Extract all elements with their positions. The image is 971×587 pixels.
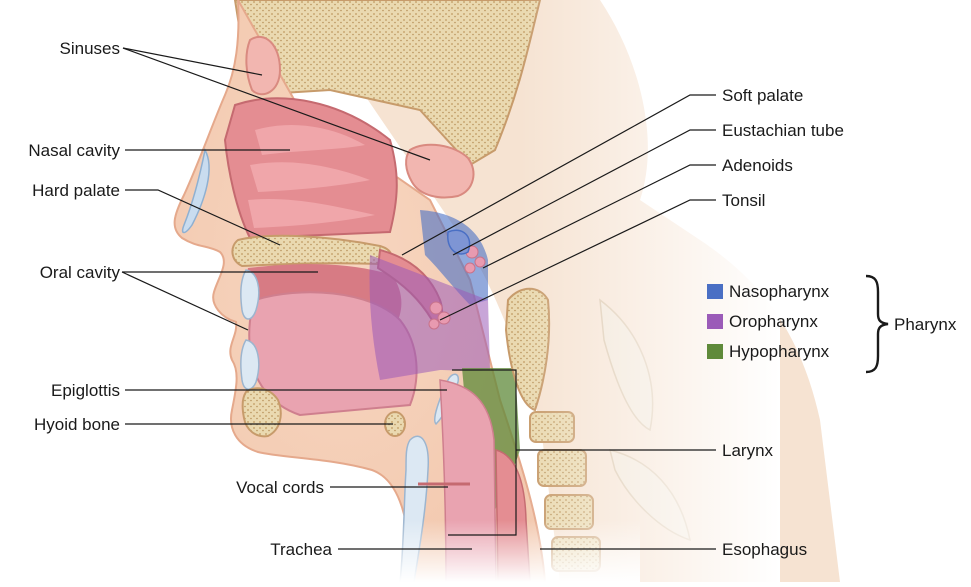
legend-swatch-hypopharynx [707,344,723,359]
legend-label-oropharynx: Oropharynx [729,312,818,331]
label-adenoids: Adenoids [722,156,793,175]
legend: Nasopharynx Oropharynx Hypopharynx Phary… [707,276,957,372]
legend-group-pharynx: Pharynx [894,315,957,334]
label-soft-palate: Soft palate [722,86,803,105]
legend-label-nasopharynx: Nasopharynx [729,282,830,301]
label-oral-cavity: Oral cavity [40,263,121,282]
pharynx-brace [866,276,888,372]
bottom-fade [380,520,640,582]
label-eustachian-tube: Eustachian tube [722,121,844,140]
label-sinuses: Sinuses [60,39,120,58]
upper-teeth [241,270,259,319]
label-vocal-cords: Vocal cords [236,478,324,497]
label-hard-palate: Hard palate [32,181,120,200]
label-esophagus: Esophagus [722,540,807,559]
label-hyoid-bone: Hyoid bone [34,415,120,434]
legend-label-hypopharynx: Hypopharynx [729,342,830,361]
label-nasal-cavity: Nasal cavity [28,141,120,160]
label-tonsil: Tonsil [722,191,765,210]
legend-swatch-nasopharynx [707,284,723,299]
legend-swatch-oropharynx [707,314,723,329]
label-epiglottis: Epiglottis [51,381,120,400]
label-trachea: Trachea [270,540,332,559]
lower-teeth [241,340,259,389]
label-larynx: Larynx [722,441,774,460]
mandible [243,388,281,436]
